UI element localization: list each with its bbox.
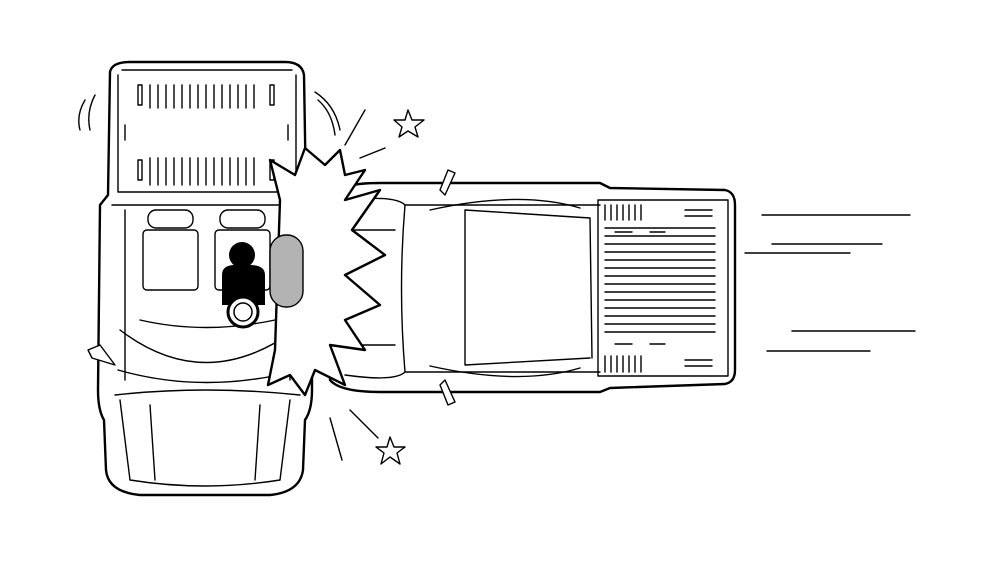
star-icon xyxy=(393,109,425,138)
hood xyxy=(114,389,301,487)
occupant xyxy=(222,242,265,329)
star-icon xyxy=(375,436,406,465)
impact-motion-marks xyxy=(78,91,341,136)
side-airbag xyxy=(269,234,304,308)
steering-wheel xyxy=(226,295,260,329)
cab-interior xyxy=(87,204,301,384)
impact-sparks xyxy=(329,109,425,465)
struck-pickup-truck xyxy=(78,60,341,497)
truck-bed-ribs xyxy=(124,84,289,186)
impact-burst xyxy=(266,146,387,397)
striking-truck-bed xyxy=(597,199,729,377)
speed-lines xyxy=(744,214,916,352)
striking-pickup-truck xyxy=(328,169,916,406)
